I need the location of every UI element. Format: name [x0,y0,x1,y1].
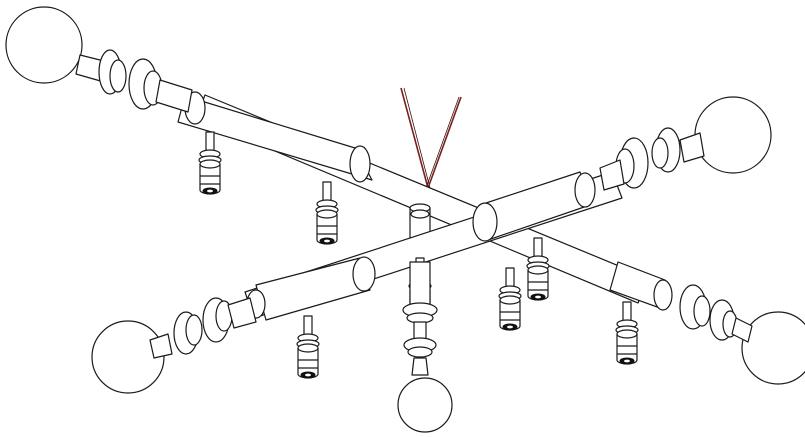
coupling-lower-left [149,297,257,359]
globe-lower-left [91,320,165,394]
globe-lower-right [741,311,805,385]
socket-back-2 [315,181,339,245]
coupling-upper-left [75,49,193,113]
socket-back-3 [615,301,639,365]
globe-center-bottom [397,377,453,433]
globe-upper-left [5,6,83,84]
globe-upper-right [694,96,772,174]
central-drop [402,261,438,376]
coupling-upper-right [599,127,705,191]
coupling-lower-right [679,284,753,343]
socket-front-2 [498,267,522,331]
socket-back-1 [198,131,222,195]
socket-front-1 [296,315,320,379]
suspension-wires [400,87,462,189]
central-hub [410,209,430,219]
